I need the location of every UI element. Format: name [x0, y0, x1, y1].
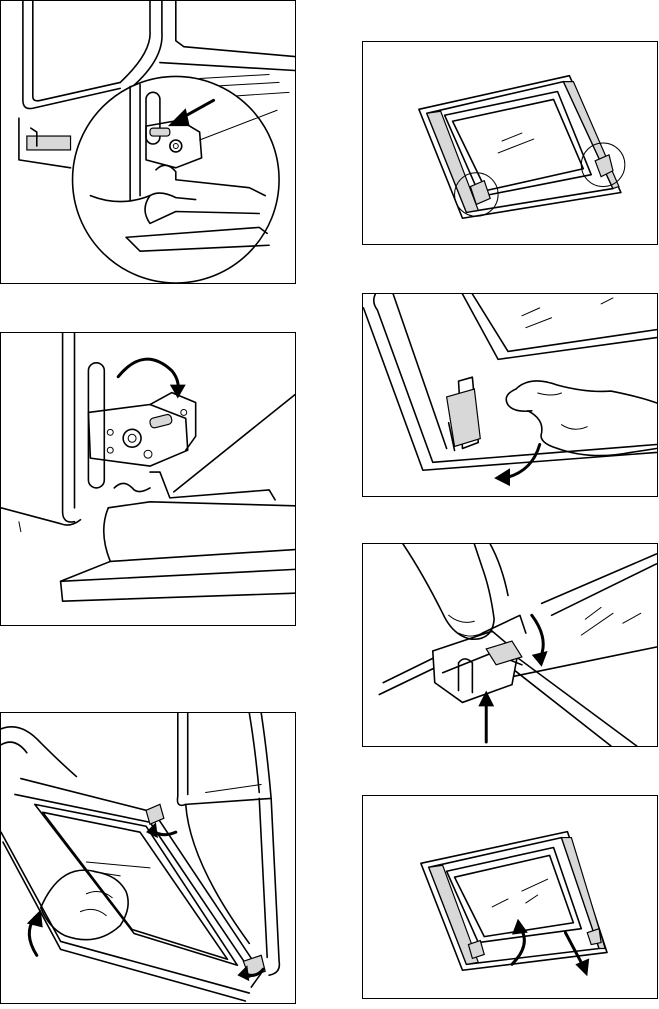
figure-clip-release-hand: [362, 293, 658, 497]
glass-panel-remove-icon: [363, 796, 657, 998]
figure-clip-push-release: [362, 543, 658, 747]
hinge-lever-zoom-icon: [1, 1, 295, 283]
figure-glass-panel-remove: [362, 795, 658, 999]
figure-door-panel-clips: [362, 41, 658, 245]
clip-push-release-icon: [363, 544, 657, 746]
hinge-lever-rotate-icon: [1, 333, 295, 625]
clip-release-hand-icon: [363, 294, 657, 496]
door-lift-remove-icon: [1, 713, 295, 1003]
figure-door-lift-remove: [0, 712, 296, 1004]
figure-hinge-lever-zoom: [0, 0, 296, 284]
door-panel-clips-icon: [363, 42, 657, 244]
figure-hinge-lever-rotate: [0, 332, 296, 626]
